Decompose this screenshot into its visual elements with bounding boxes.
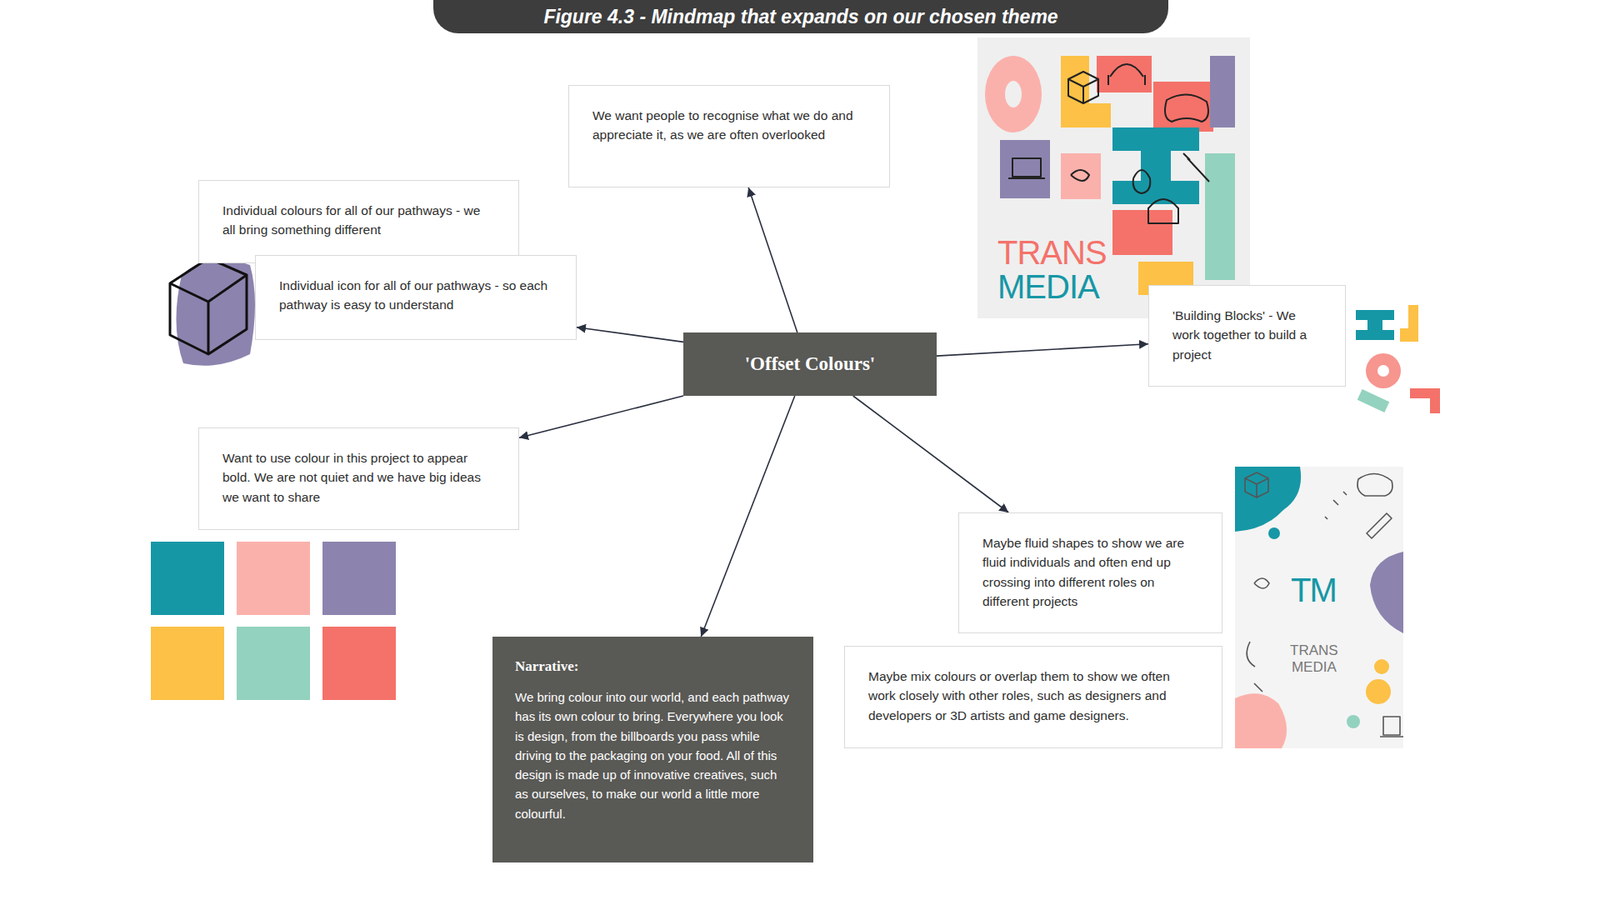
illustration-part	[236, 626, 310, 700]
illustration-part	[1365, 679, 1391, 705]
poster-illustration	[1235, 466, 1404, 749]
connector-arrow	[700, 395, 795, 637]
illustration-part	[1008, 64, 1210, 224]
illustration-part	[1254, 578, 1270, 589]
title-banner: Figure 4.3 - Mindmap that expands on our…	[433, 0, 1169, 34]
connector-arrow	[576, 327, 684, 343]
illustration-part	[150, 541, 225, 615]
node-text: Maybe mix colours or overlap them to sho…	[868, 666, 1199, 725]
illustration-part	[1005, 80, 1022, 108]
illustration-part	[1410, 388, 1440, 414]
illustration-part	[1235, 693, 1287, 749]
illustration-part	[170, 275, 247, 355]
connector-arrow	[748, 187, 798, 333]
narrative-box: Narrative: We bring colour into our world…	[492, 636, 814, 863]
illustration-part	[1245, 472, 1269, 498]
illustration-part	[977, 37, 1250, 319]
node-text: Maybe fluid shapes to show we are fluid …	[982, 533, 1199, 611]
illustration-part	[150, 626, 225, 700]
illustration-part	[170, 258, 247, 355]
illustration-part	[1355, 310, 1395, 340]
cube-icon	[170, 258, 255, 366]
illustration-part	[1068, 71, 1099, 104]
illustration-part	[1205, 153, 1235, 280]
illustration-part	[1374, 659, 1390, 675]
illustration-part	[1148, 199, 1179, 224]
central-topic: 'Offset Colours'	[683, 332, 937, 396]
illustration-part	[1365, 353, 1401, 389]
illustration-part	[1008, 158, 1045, 179]
illustration-part	[1096, 55, 1152, 93]
illustration-part	[1377, 365, 1390, 377]
idea-box: 'Building Blocks' - We work together to …	[1148, 285, 1346, 387]
illustration-part	[1245, 472, 1404, 737]
node-text: 'Offset Colours'	[745, 352, 876, 376]
illustration-part	[1183, 153, 1210, 182]
colour-palette	[150, 541, 396, 700]
title-text: Figure 4.3 - Mindmap that expands on our…	[543, 7, 1058, 27]
illustration-part	[1210, 55, 1235, 128]
poster-wordmark: TRANS MEDIA	[1290, 642, 1339, 675]
illustration-part	[1268, 527, 1280, 540]
illustration-part	[1235, 466, 1301, 532]
illustration-part	[1357, 389, 1390, 413]
illustration-part	[1246, 641, 1263, 692]
illustration-part	[985, 55, 1042, 133]
node-text: Narrative:	[515, 657, 791, 676]
illustration-part	[1325, 491, 1347, 520]
illustration-part	[1370, 551, 1404, 634]
node-text: Want to use colour in this project to ap…	[222, 448, 495, 507]
node-body: We bring colour into our world, and each…	[515, 687, 791, 824]
poster-monogram: TM	[1290, 573, 1336, 607]
node-text: Individual colours for all of our pathwa…	[222, 200, 495, 240]
idea-box: Individual colours for all of our pathwa…	[198, 180, 520, 264]
illustration-part	[1400, 305, 1419, 342]
idea-box: We want people to recognise what we do a…	[568, 85, 890, 188]
illustration-part	[1235, 466, 1404, 749]
illustration-part	[1000, 140, 1050, 199]
illustration-part	[1380, 716, 1404, 737]
node-text: We want people to recognise what we do a…	[592, 105, 866, 145]
illustration-part	[1357, 473, 1393, 496]
illustration-part	[1070, 170, 1090, 181]
node-text: Individual icon for all of our pathways …	[279, 275, 553, 315]
illustration-part	[1060, 103, 1111, 128]
illustration-part	[1153, 81, 1214, 132]
idea-box: Maybe fluid shapes to show we are fluid …	[958, 512, 1223, 634]
connector-arrow	[936, 344, 1149, 356]
illustration-part	[1108, 64, 1145, 85]
illustration-part	[322, 541, 396, 615]
illustration-part	[322, 626, 396, 700]
illustration-part	[1165, 94, 1209, 122]
illustration-part	[1112, 210, 1173, 255]
poster-illustration	[977, 37, 1250, 319]
building-blocks	[1355, 305, 1440, 414]
illustration-part	[236, 541, 310, 615]
idea-box: Maybe mix colours or overlap them to sho…	[844, 645, 1223, 749]
illustration-part	[1366, 513, 1392, 539]
connector-arrow	[853, 395, 1010, 513]
illustration-part	[1133, 170, 1151, 194]
connector-arrow	[519, 395, 684, 438]
idea-box: Want to use colour in this project to ap…	[198, 427, 520, 530]
illustration-part	[1112, 127, 1200, 205]
idea-box: Individual icon for all of our pathways …	[255, 255, 577, 340]
node-text: 'Building Blocks' - We work together to …	[1172, 305, 1322, 365]
illustration-part	[1346, 715, 1360, 729]
illustration-part	[1060, 153, 1101, 200]
poster-wordmark: TRANS MEDIA	[997, 235, 1107, 305]
